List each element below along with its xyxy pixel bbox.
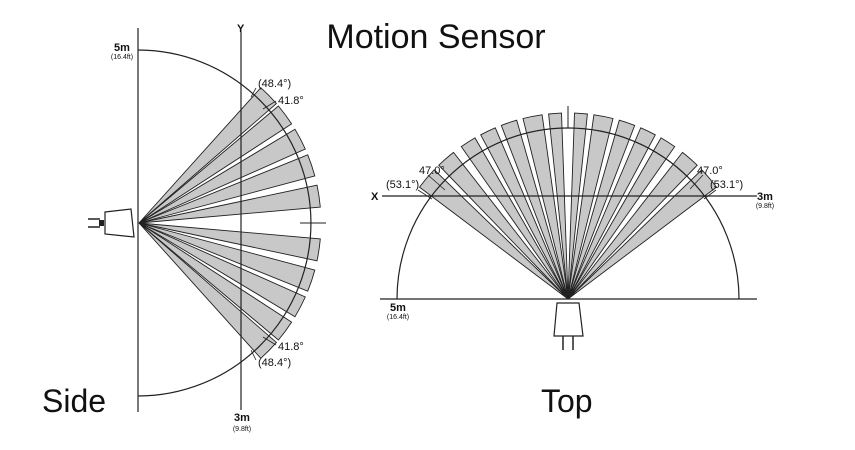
top-sensor-icon: [553, 302, 584, 350]
side-y-axis-label: Y: [237, 23, 245, 35]
side-beam-1: [138, 222, 278, 359]
top-beam-1: [567, 169, 718, 300]
top-beam-5: [567, 119, 636, 300]
top-angle-inner-left: 47.0°: [419, 165, 445, 177]
top-beam-14: [418, 169, 569, 300]
top-beam-13: [438, 151, 569, 300]
side-beam-9: [138, 105, 293, 224]
top-range-sublabel: (16.4ft): [387, 314, 409, 321]
top-beam-9: [522, 114, 569, 300]
side-beam-2: [138, 222, 293, 341]
top-angle-outer-right: (53.1°): [710, 179, 743, 191]
side-beam-5: [138, 222, 321, 262]
side-range-sublabel: (16.4ft): [111, 54, 133, 61]
top-width-label: 3m: [757, 191, 773, 203]
side-height-label: 3m: [234, 412, 250, 424]
side-beam-8: [138, 128, 306, 224]
top-beam-3: [567, 137, 676, 300]
top-width-sublabel: (9.8ft): [756, 203, 774, 210]
side-sensor-icon: [88, 208, 135, 238]
top-beam-7: [567, 112, 588, 300]
side-beam-6: [138, 184, 321, 224]
side-angle-outer-top: (48.4°): [258, 78, 291, 90]
top-beam-6: [567, 114, 614, 300]
side-height-sublabel: (9.8ft): [233, 426, 251, 433]
top-x-axis-label: X: [371, 191, 379, 203]
top-beam-4: [567, 127, 656, 300]
side-beam-3: [138, 222, 306, 318]
side-angle-inner-top: 41.8°: [278, 95, 304, 107]
top-view-label: Top: [541, 383, 593, 419]
side-angle-outer-bottom: (48.4°): [258, 357, 291, 369]
side-beam-7: [138, 154, 316, 224]
diagram-title: Motion Sensor: [326, 18, 545, 56]
side-beam-4: [138, 222, 316, 292]
top-view: X 5m (16.4ft) 3m (9.8ft) 47.0° (53.1°) 4…: [371, 106, 774, 419]
side-range-label: 5m: [114, 42, 130, 54]
side-view: Y 5m (16.4ft) 3m (9.8ft) (48.4°) 41.8° 4…: [42, 23, 326, 433]
top-beam-10: [500, 119, 569, 300]
top-beam-fan: [418, 112, 718, 300]
top-beam-12: [460, 137, 569, 300]
side-angle-inner-bottom: 41.8°: [278, 341, 304, 353]
side-beam-10: [138, 87, 278, 224]
side-view-label: Side: [42, 383, 106, 419]
side-beam-fan: [138, 87, 321, 359]
top-angle-outer-left: (53.1°): [386, 179, 419, 191]
top-range-arc: [396, 127, 740, 300]
top-beam-11: [480, 127, 569, 300]
top-range-label: 5m: [390, 302, 406, 314]
top-beam-8: [548, 112, 569, 300]
top-beam-2: [567, 151, 698, 300]
top-angle-inner-right: 47.0°: [697, 165, 723, 177]
